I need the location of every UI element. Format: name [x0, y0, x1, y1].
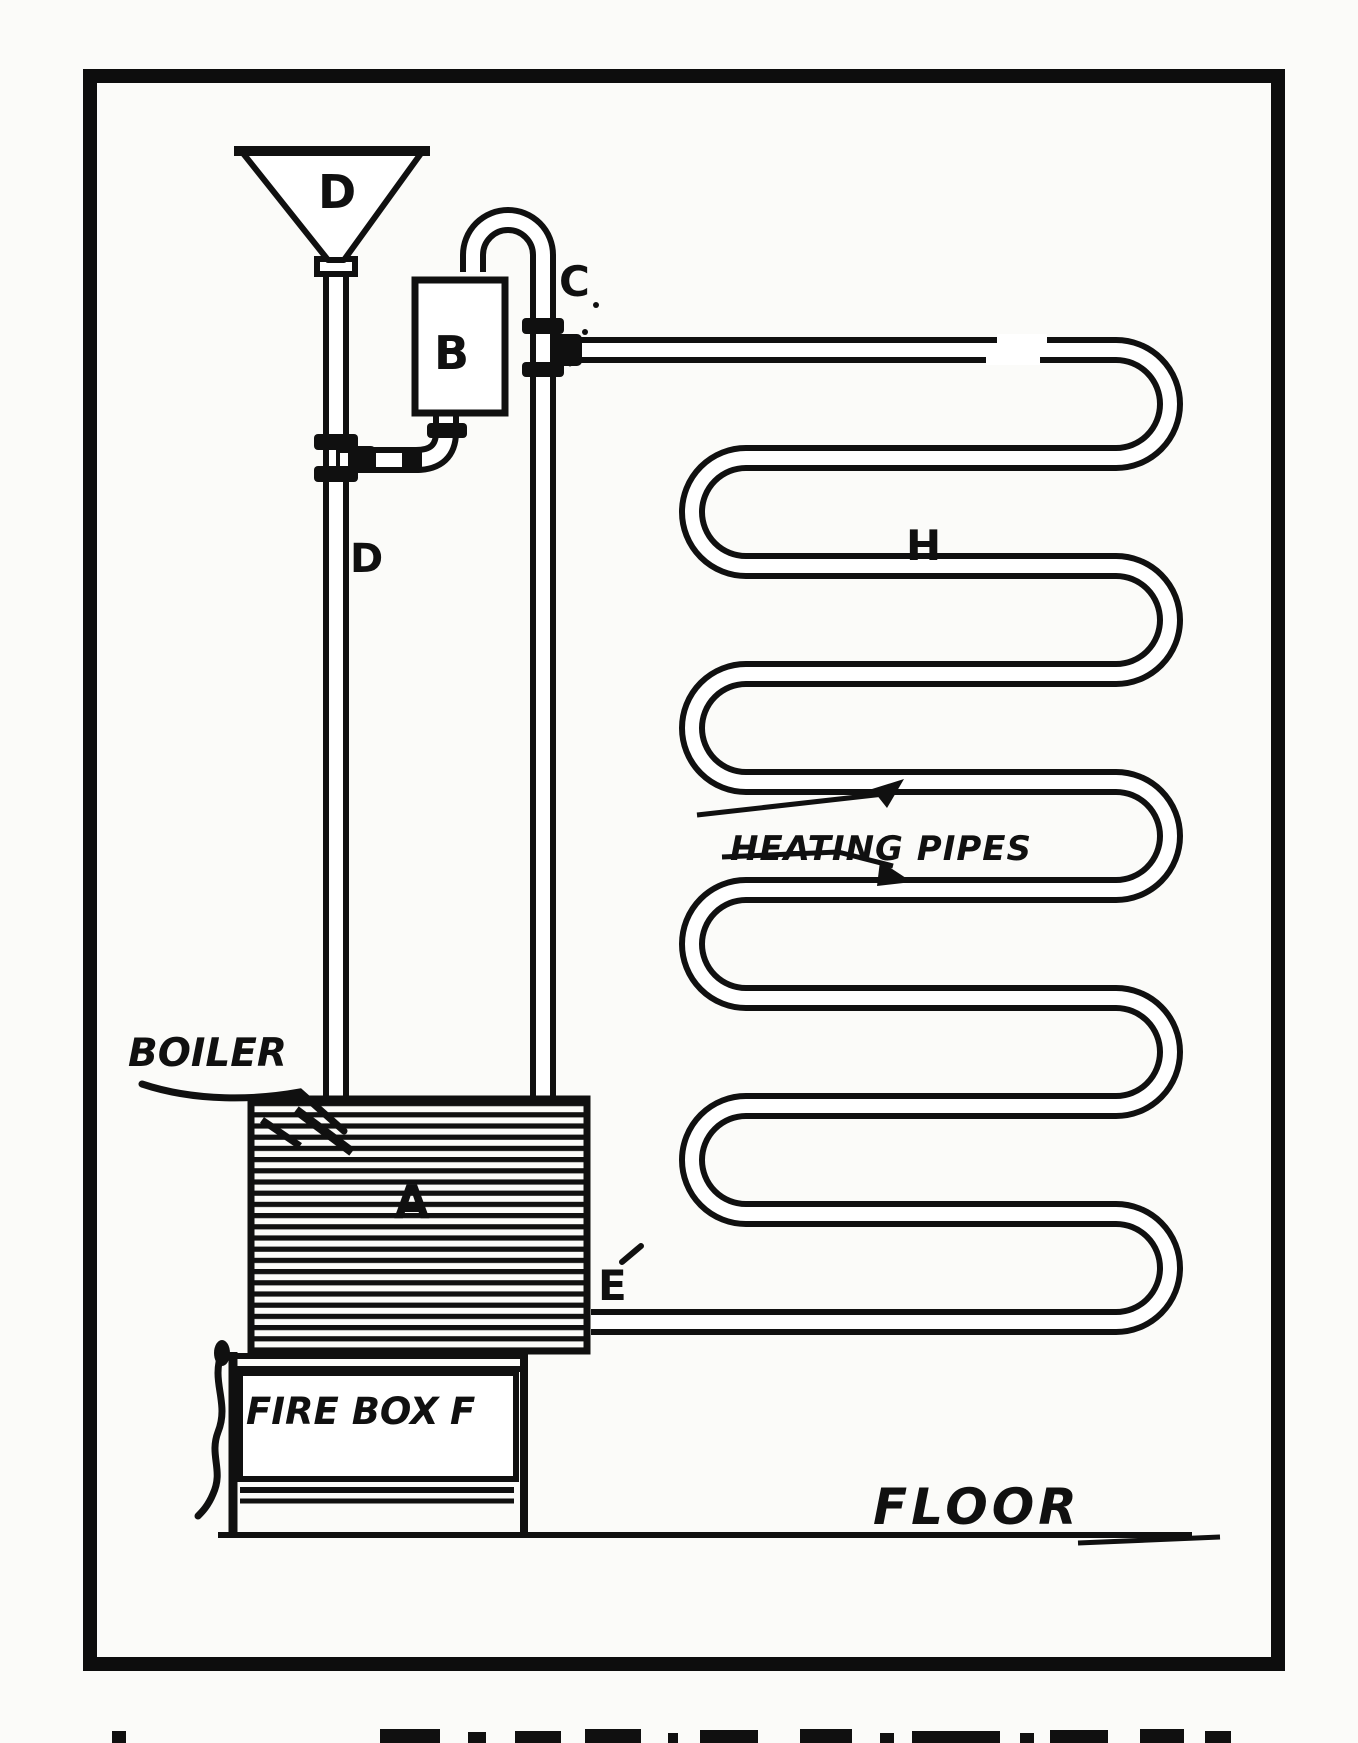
tee-collar: [314, 434, 358, 450]
vent-tee-collar: [522, 362, 564, 377]
funnel: [234, 146, 430, 277]
label-boiler-a: A: [394, 1175, 430, 1229]
ink-speckles: [567, 302, 599, 367]
vent-tee-fitting: [550, 334, 582, 366]
label-coil-h: H: [906, 521, 941, 570]
boiler-leader-line: [138, 1080, 348, 1135]
label-fire-f: F: [450, 1390, 475, 1433]
boiler-hatch-box: [247, 1095, 591, 1355]
label-return-e: E: [598, 1261, 627, 1310]
label-vent-c: C: [559, 257, 590, 306]
arrowhead-upper: [872, 779, 904, 808]
firebox-box: [237, 1370, 519, 1482]
boiler-water-section: [247, 1095, 591, 1355]
tee-fitting: [348, 446, 376, 472]
union-collar: [402, 447, 422, 473]
arrowhead-lower: [877, 861, 912, 886]
tee-collar: [314, 466, 358, 482]
firebox-section: [194, 1340, 528, 1537]
draft-regulator-squiggle: [194, 1348, 226, 1520]
arrow-line-lower: [721, 849, 894, 869]
print-gap: [986, 354, 1040, 365]
outer-frame: [83, 69, 1285, 1671]
heating-coil-pipe: [556, 334, 1183, 1335]
label-heating-pipes: HEATING PIPES: [730, 829, 1032, 869]
caption-top-fragment: [112, 1729, 1231, 1743]
label-fire-box: FIRE BOX: [246, 1390, 441, 1433]
stub-collar: [427, 423, 467, 438]
print-gap: [997, 334, 1047, 345]
hatch-smudge: [260, 1117, 302, 1149]
arrow-line-upper: [696, 791, 885, 818]
pipe-fittings: [314, 318, 582, 482]
vent-pipe-c: [460, 207, 556, 1104]
label-floor-word: FLOOR: [873, 1478, 1081, 1536]
vent-tee-collar: [522, 318, 564, 334]
label-pipe-d: D: [350, 536, 383, 582]
floor: [218, 1532, 1221, 1546]
heating-pipes-arrows: [696, 779, 912, 886]
label-tank-b: B: [434, 326, 469, 380]
expansion-tank: [411, 276, 509, 417]
squiggle-knob: [214, 1340, 230, 1366]
e-accent-tick: [619, 1243, 644, 1265]
floor-line-end: [1077, 1534, 1221, 1546]
label-funnel-d: D: [318, 165, 356, 219]
label-boiler-word: BOILER: [128, 1031, 287, 1076]
hatch-smudge: [293, 1106, 355, 1156]
